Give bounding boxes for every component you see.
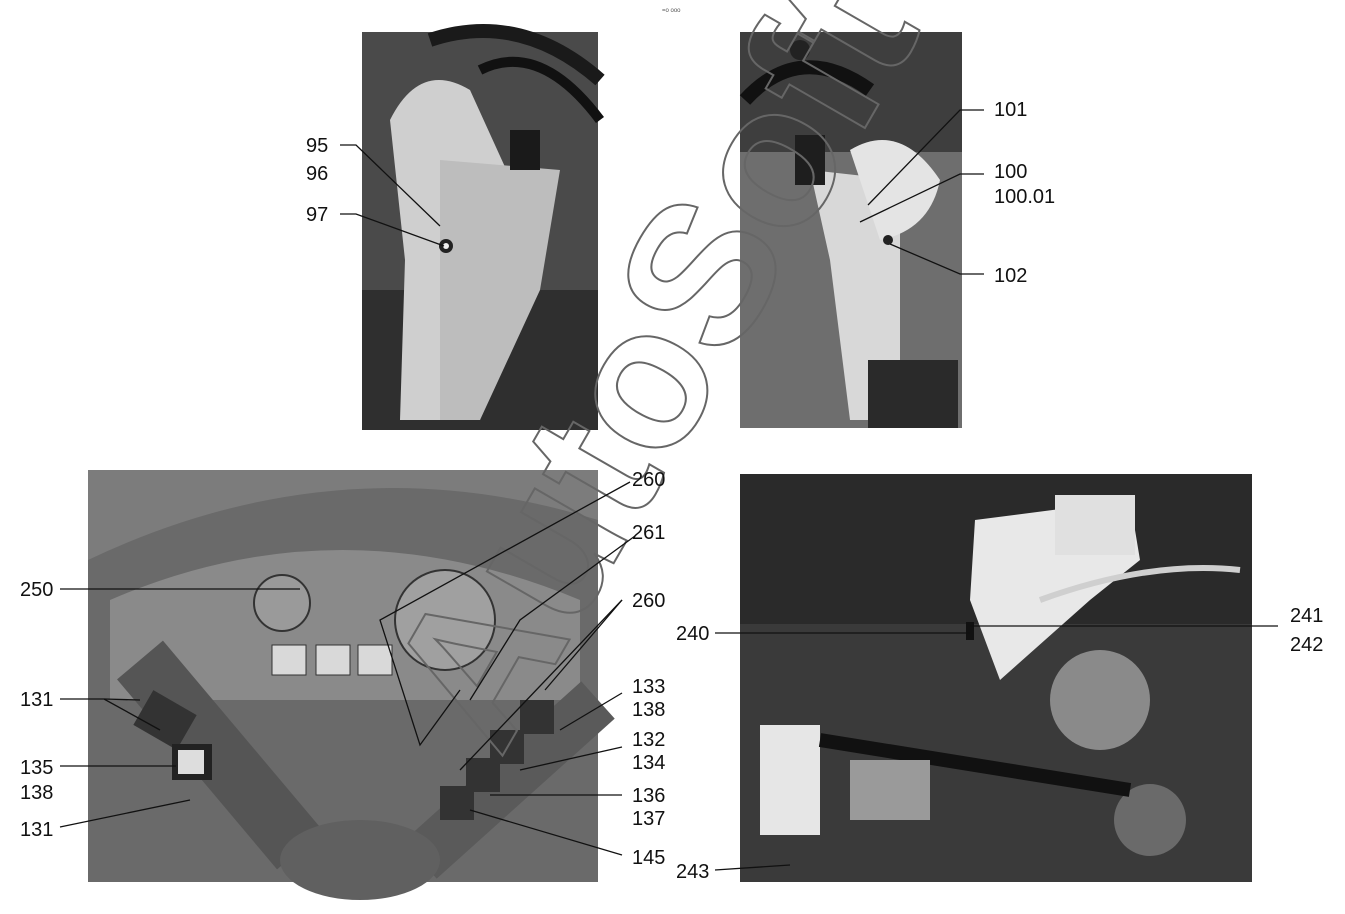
callout-labels-top-left: 95 96 97 — [306, 135, 328, 226]
callout-241: 241 — [1290, 605, 1323, 627]
callout-133: 133 — [632, 676, 665, 698]
callout-131-a: 131 — [20, 689, 53, 711]
photo-steering-column-left — [362, 24, 605, 430]
callout-95: 95 — [306, 135, 328, 157]
callout-labels-top-right: 101 100 100.01 102 — [994, 99, 1055, 287]
callout-labels-bottom-left: 250 260 261 260 131 133 138 132 134 135 … — [20, 469, 665, 869]
callout-137: 137 — [632, 808, 665, 830]
callout-136: 136 — [632, 785, 665, 807]
callout-138-a: 138 — [632, 699, 665, 721]
callout-135: 135 — [20, 757, 53, 779]
callout-145: 145 — [632, 847, 665, 869]
photo-dashboard — [88, 470, 615, 900]
callout-labels-bottom-right: 240 241 242 243 — [676, 605, 1323, 883]
callout-101: 101 — [994, 99, 1027, 121]
callout-134: 134 — [632, 752, 665, 774]
callout-260-b: 260 — [632, 590, 665, 612]
photo-engine-bay — [740, 474, 1252, 882]
callout-131-b: 131 — [20, 819, 53, 841]
callout-102: 102 — [994, 265, 1027, 287]
callout-240: 240 — [676, 623, 709, 645]
callout-96: 96 — [306, 163, 328, 185]
callout-250: 250 — [20, 579, 53, 601]
callout-97: 97 — [306, 204, 328, 226]
leader-lines — [59, 109, 1278, 871]
callout-132: 132 — [632, 729, 665, 751]
callout-138-b: 138 — [20, 782, 53, 804]
callout-261: 261 — [632, 522, 665, 544]
callout-242: 242 — [1290, 634, 1323, 656]
photo-steering-column-right — [739, 32, 962, 428]
callout-100-01: 100.01 — [994, 186, 1055, 208]
callout-100: 100 — [994, 161, 1027, 183]
page-code: =o ooo — [662, 8, 681, 14]
callout-260-a: 260 — [632, 469, 665, 491]
callout-243: 243 — [676, 861, 709, 883]
